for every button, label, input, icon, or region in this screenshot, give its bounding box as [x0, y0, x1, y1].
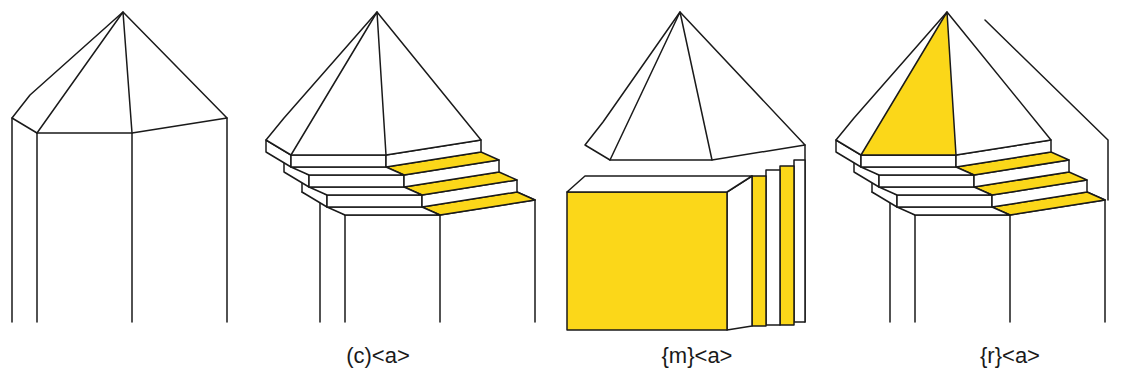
pyramidal-slip-crystal: [836, 12, 1108, 322]
slip-system-label: {r}<a>: [980, 345, 1040, 367]
basal-slip-crystal: [266, 12, 535, 322]
slip-system-label: {m}<a>: [662, 345, 733, 367]
slip-system-label: (c)<a>: [346, 345, 410, 367]
hexagonal-crystal: [12, 12, 227, 322]
prismatic-slip-crystal: [567, 12, 805, 330]
